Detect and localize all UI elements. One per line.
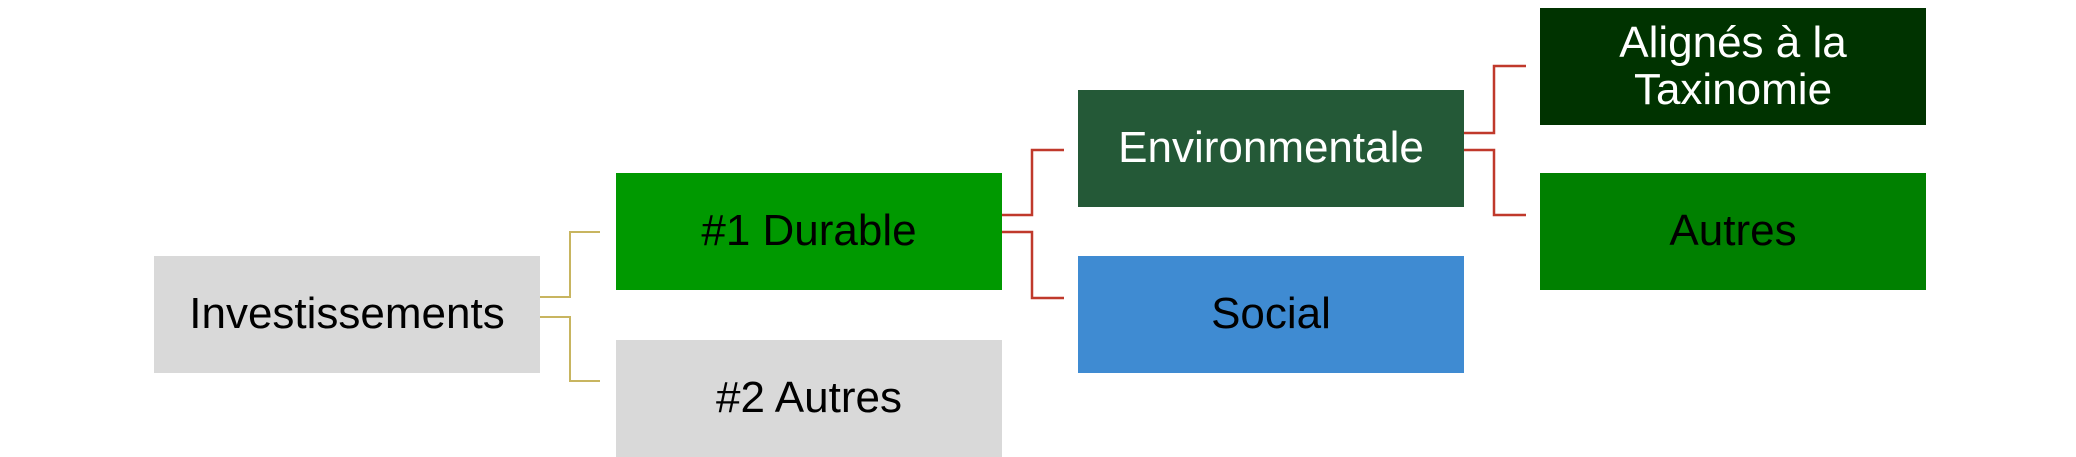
node-autres-2-label: #2 Autres [716,373,902,423]
node-investissements: Investissements [154,256,540,373]
node-autres: Autres [1540,173,1926,290]
connector-durable-environmentale [1002,148,1064,217]
node-environmentale-label: Environmentale [1118,123,1424,173]
node-autres-label: Autres [1669,206,1797,256]
node-durable: #1 Durable [616,173,1002,290]
connector-investissements-durable [540,231,600,298]
node-investissements-label: Investissements [189,289,505,339]
node-social-label: Social [1211,289,1331,339]
node-social: Social [1078,256,1464,373]
node-alignes-taxinomie-label: Alignés à la Taxinomie [1619,18,1847,114]
node-autres-2: #2 Autres [616,340,1002,457]
node-durable-label: #1 Durable [701,206,917,256]
connector-investissements-autres2 [540,316,600,382]
node-environmentale: Environmentale [1078,90,1464,207]
connector-environmentale-autres [1464,148,1526,217]
connector-durable-social [1002,230,1064,300]
connector-environmentale-alignes [1464,64,1526,135]
node-alignes-taxinomie: Alignés à la Taxinomie [1540,8,1926,125]
